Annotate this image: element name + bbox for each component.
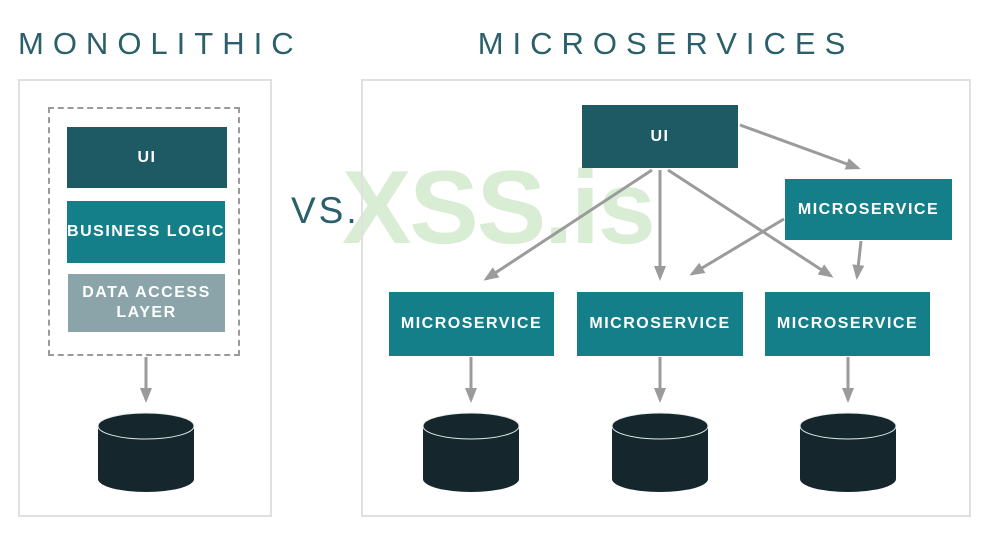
microservice-gateway-node: MICROSERVICE	[785, 179, 952, 240]
monolith-ui-layer: UI	[67, 127, 227, 188]
microservice-node-1: MICROSERVICE	[389, 292, 554, 356]
monolithic-title: MONOLITHIC	[18, 26, 303, 61]
monolith-boundary-dashed-box	[48, 107, 240, 356]
vs-label: VS.	[291, 190, 360, 231]
microservices-title: MICROSERVICES	[477, 26, 855, 61]
microservice-node-2: MICROSERVICE	[577, 292, 743, 356]
monolith-business-logic-layer: BUSINESS LOGIC	[67, 201, 225, 263]
microservices-panel	[361, 79, 971, 517]
microservice-node-3: MICROSERVICE	[765, 292, 930, 356]
monolithic-panel	[18, 79, 272, 517]
microservices-ui-node: UI	[582, 105, 738, 168]
monolith-data-access-layer: DATA ACCESS LAYER	[68, 274, 225, 332]
